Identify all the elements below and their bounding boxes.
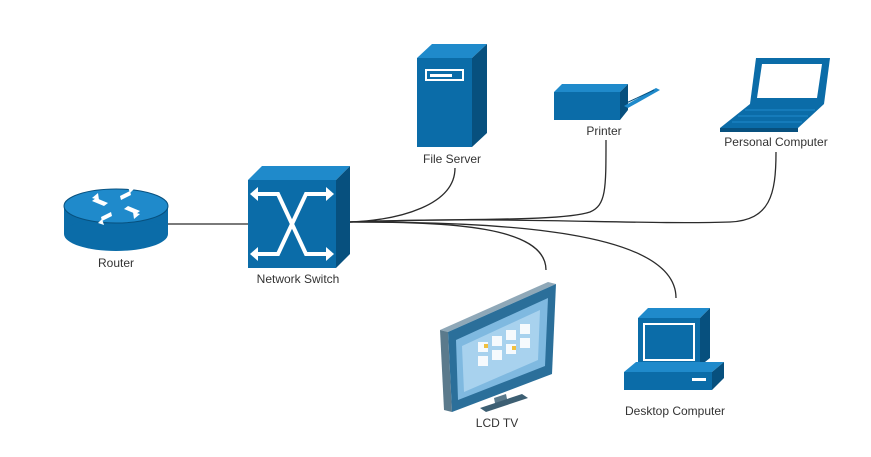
connections [168, 139, 777, 299]
edge-switch-lcd-tv [349, 221, 547, 271]
printer-icon[interactable] [554, 84, 660, 120]
edge-switch-personal-computer [349, 151, 777, 224]
router-label: Router [97, 256, 135, 270]
printer-label: Printer [586, 124, 622, 138]
file-server-icon[interactable] [417, 44, 487, 147]
desktop-computer-icon[interactable] [624, 308, 724, 390]
lcd-tv-label: LCD TV [475, 416, 519, 430]
network-switch-label: Network Switch [256, 272, 340, 286]
laptop-icon[interactable] [720, 58, 830, 132]
network-switch-icon[interactable] [248, 166, 350, 268]
edge-switch-file-server [349, 167, 456, 223]
file-server-label: File Server [422, 152, 482, 166]
edge-switch-desktop [349, 221, 677, 299]
desktop-computer-label: Desktop Computer [624, 404, 726, 418]
personal-computer-label: Personal Computer [724, 135, 828, 149]
router-icon[interactable] [63, 187, 169, 251]
lcd-tv-icon[interactable] [440, 282, 556, 412]
